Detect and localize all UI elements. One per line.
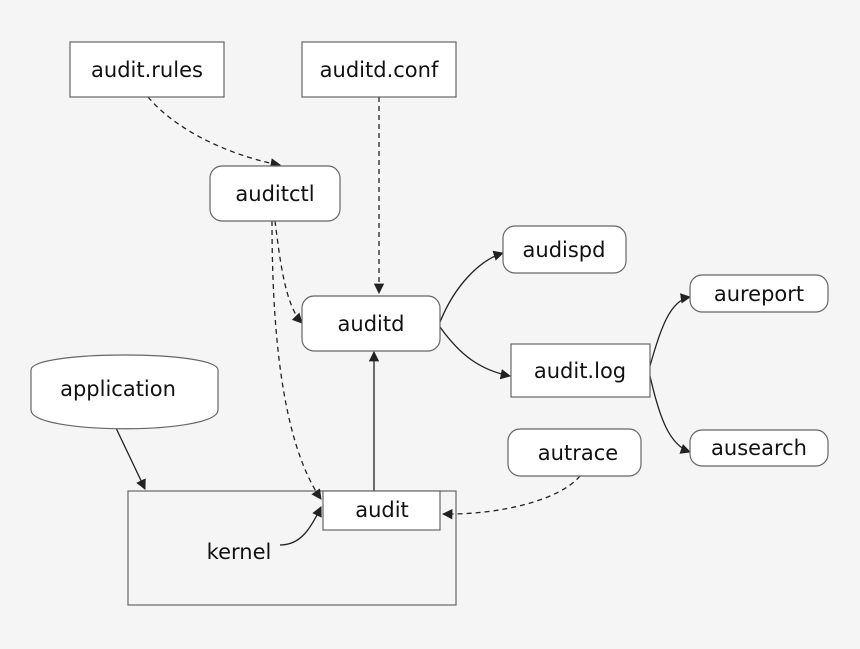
ausearch-node (689, 429, 829, 467)
audit-node (322, 490, 441, 531)
audit-log-label: audit.log (534, 359, 626, 383)
audispd-node (502, 225, 627, 274)
edge-auditctl-to-audit (271, 220, 322, 500)
auditd-label: auditd (338, 312, 405, 336)
autrace-label: autrace (538, 441, 618, 465)
auditd-conf-node (301, 41, 457, 98)
audit-label: audit (355, 498, 409, 522)
edge-audit-rules-to-auditctl (147, 96, 282, 169)
edge-auditd-to-audit-log (439, 326, 512, 380)
edge-auditd-to-audispd (439, 250, 504, 323)
ausearch-label: ausearch (711, 436, 807, 460)
auditd-node (301, 295, 441, 352)
audit-log-node (510, 343, 651, 398)
kernel-label: kernel (207, 540, 272, 564)
auditctl-label: auditctl (235, 182, 314, 206)
aureport-node (689, 274, 829, 313)
aureport-label: aureport (714, 282, 804, 306)
kernel-container (127, 490, 457, 606)
auditd-conf-label: auditd.conf (320, 58, 439, 82)
audit-rules-node (69, 41, 225, 98)
edge-application-to-kernel (115, 427, 146, 490)
audispd-label: audispd (523, 238, 606, 262)
edge-autrace-to-audit (441, 475, 581, 520)
audit-rules-label: audit.rules (91, 58, 203, 82)
autrace-node (507, 428, 642, 477)
auditctl-node (209, 165, 341, 222)
edge-audit-log-to-ausearch (649, 375, 691, 454)
application-node (30, 354, 219, 430)
application-label: application (60, 377, 176, 401)
edge-kernel-to-audit (279, 506, 322, 546)
edge-auditctl-to-auditd (274, 220, 303, 324)
edge-audit-log-to-aureport (649, 293, 692, 367)
